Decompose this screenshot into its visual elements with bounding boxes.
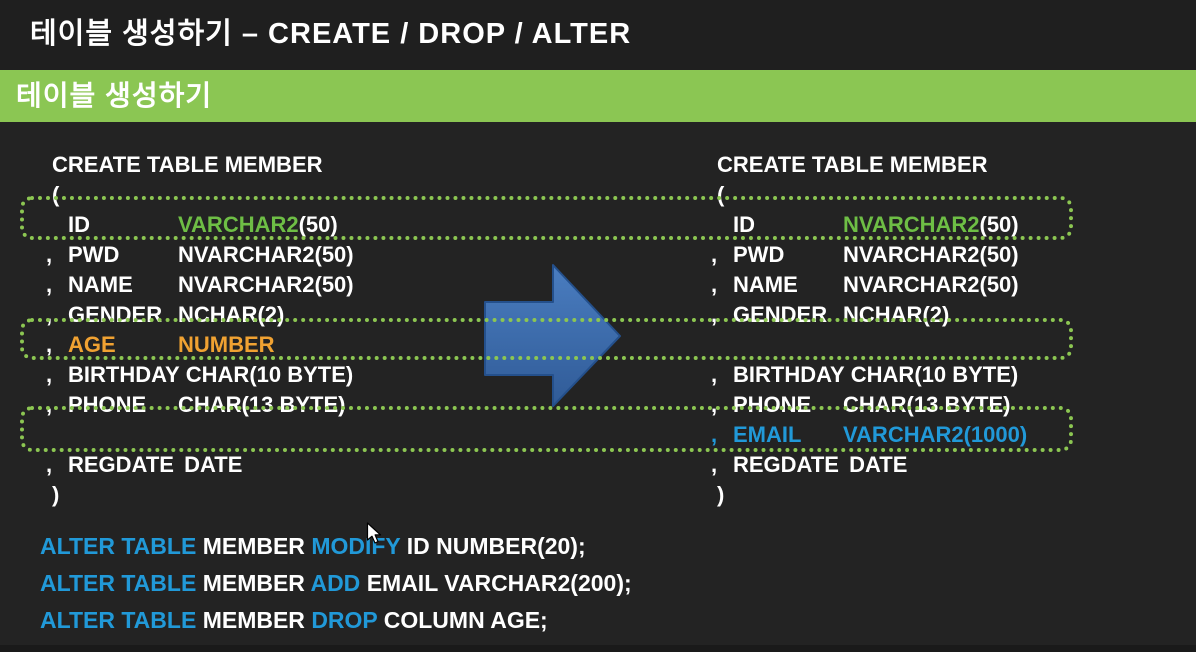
code-blank-line xyxy=(46,420,354,450)
code-segment: ADD xyxy=(310,570,367,596)
code-segment: MEMBER xyxy=(202,607,312,633)
code-text-line: CREATE TABLE MEMBER xyxy=(717,152,988,177)
comma-prefix: , xyxy=(711,242,718,267)
alter-statements-block: ALTER TABLE MEMBER MODIFY ID NUMBER(20);… xyxy=(40,528,632,639)
code-segment: NVARCHAR2(50) xyxy=(843,272,1019,297)
code-segment: VARCHAR2 xyxy=(178,212,299,237)
comma-prefix: , xyxy=(711,392,718,417)
code-segment: COLUMN AGE; xyxy=(383,607,548,633)
code-text-line: ) xyxy=(52,482,60,507)
code-segment: VARCHAR2(1000) xyxy=(843,422,1028,447)
code-column-row: , BIRTHDAY CHAR(10 BYTE) xyxy=(46,360,354,390)
code-column-row: , PWD NVARCHAR2(50) xyxy=(46,240,354,270)
code-column-row: , NAME NVARCHAR2(50) xyxy=(46,270,354,300)
code-column-row: , AGE NUMBER xyxy=(46,330,354,360)
comma-prefix: , xyxy=(46,392,53,417)
column-name: ID xyxy=(68,212,90,237)
column-name: BIRTHDAY xyxy=(68,362,180,387)
comma-prefix: , xyxy=(46,362,53,387)
code-segment: (50) xyxy=(298,212,338,237)
code-column-row: , EMAIL VARCHAR2(1000) xyxy=(711,420,1027,450)
code-segment: NVARCHAR2(50) xyxy=(178,272,354,297)
code-segment: NCHAR(2) xyxy=(843,302,950,327)
column-name: GENDER xyxy=(733,302,828,327)
alter-statement: ALTER TABLE MEMBER ADD EMAIL VARCHAR2(20… xyxy=(40,565,632,602)
column-name: GENDER xyxy=(68,302,163,327)
alter-statement: ALTER TABLE MEMBER MODIFY ID NUMBER(20); xyxy=(40,528,632,565)
column-name: AGE xyxy=(68,332,116,357)
code-column-row: ID VARCHAR2(50) xyxy=(46,210,354,240)
code-segment: EMAIL VARCHAR2(200); xyxy=(366,570,632,596)
comma-prefix: , xyxy=(46,302,53,327)
code-segment: NVARCHAR2(50) xyxy=(178,242,354,267)
create-table-block-after: CREATE TABLE MEMBER ( ID NVARCHAR2(50), PWD N… xyxy=(711,150,1027,510)
code-text-line: ( xyxy=(52,182,60,207)
comma-prefix: , xyxy=(711,362,718,387)
code-segment: CHAR(10 BYTE) xyxy=(179,362,354,387)
column-name: PHONE xyxy=(68,392,147,417)
code-column-row: , PHONE CHAR(13 BYTE) xyxy=(46,390,354,420)
code-segment: CHAR(13 BYTE) xyxy=(843,392,1011,417)
code-segment: CHAR(13 BYTE) xyxy=(178,392,346,417)
code-segment: ALTER TABLE xyxy=(40,570,203,596)
column-name: REGDATE xyxy=(733,452,839,477)
code-segment: DATE xyxy=(178,452,243,477)
code-blank-line xyxy=(711,330,1027,360)
column-name: PWD xyxy=(733,242,785,267)
code-segment: NVARCHAR2(50) xyxy=(843,242,1019,267)
code-column-row: , REGDATE DATE xyxy=(46,450,354,480)
column-name: EMAIL xyxy=(733,422,802,447)
code-segment: ID NUMBER(20); xyxy=(406,533,586,559)
code-segment: NCHAR(2) xyxy=(178,302,285,327)
mouse-pointer-icon xyxy=(366,522,382,544)
right-block-arrow-icon xyxy=(484,264,621,407)
code-segment: NVARCHAR2 xyxy=(843,212,980,237)
column-name: ID xyxy=(733,212,755,237)
code-segment: NUMBER xyxy=(178,332,275,357)
comma-prefix: , xyxy=(711,422,718,447)
code-segment: MEMBER xyxy=(202,533,312,559)
alter-statement: ALTER TABLE MEMBER DROP COLUMN AGE; xyxy=(40,602,632,639)
comma-prefix: , xyxy=(711,452,718,477)
code-column-row: ID NVARCHAR2(50) xyxy=(711,210,1027,240)
code-column-row: , REGDATE DATE xyxy=(711,450,1027,480)
column-name: BIRTHDAY xyxy=(733,362,845,387)
code-column-row: , GENDER NCHAR(2) xyxy=(711,300,1027,330)
code-column-row: , BIRTHDAY CHAR(10 BYTE) xyxy=(711,360,1027,390)
code-column-row: , PHONE CHAR(13 BYTE) xyxy=(711,390,1027,420)
code-segment: ALTER TABLE xyxy=(40,607,203,633)
section-banner-label: 테이블 생성하기 xyxy=(16,80,213,111)
code-segment: DATE xyxy=(843,452,908,477)
title-bar: 테이블 생성하기 – CREATE / DROP / ALTER xyxy=(0,0,1196,70)
code-column-row: , NAME NVARCHAR2(50) xyxy=(711,270,1027,300)
column-name: PWD xyxy=(68,242,120,267)
slide-title: 테이블 생성하기 – CREATE / DROP / ALTER xyxy=(30,18,632,50)
bottom-strip xyxy=(0,645,1196,652)
code-segment: MODIFY xyxy=(311,533,407,559)
comma-prefix: , xyxy=(711,302,718,327)
create-table-block-before: CREATE TABLE MEMBER ( ID VARCHAR2(50), PWD NV… xyxy=(46,150,354,510)
comma-prefix: , xyxy=(46,332,53,357)
code-column-row: , PWD NVARCHAR2(50) xyxy=(711,240,1027,270)
comma-prefix: , xyxy=(711,272,718,297)
code-text-line: ) xyxy=(717,482,725,507)
column-name: REGDATE xyxy=(68,452,174,477)
code-segment: MEMBER xyxy=(202,570,311,596)
column-name: PHONE xyxy=(733,392,812,417)
code-segment: ALTER TABLE xyxy=(40,533,203,559)
comma-prefix: , xyxy=(46,242,53,267)
column-name: NAME xyxy=(68,272,133,297)
code-column-row: , GENDER NCHAR(2) xyxy=(46,300,354,330)
comma-prefix: , xyxy=(46,452,53,477)
code-segment: (50) xyxy=(979,212,1019,237)
code-segment: CHAR(10 BYTE) xyxy=(844,362,1019,387)
code-text-line: ( xyxy=(717,182,725,207)
section-banner: 테이블 생성하기 xyxy=(0,70,1196,122)
code-text-line: CREATE TABLE MEMBER xyxy=(52,152,323,177)
comma-prefix: , xyxy=(46,272,53,297)
code-segment: DROP xyxy=(311,607,384,633)
column-name: NAME xyxy=(733,272,798,297)
